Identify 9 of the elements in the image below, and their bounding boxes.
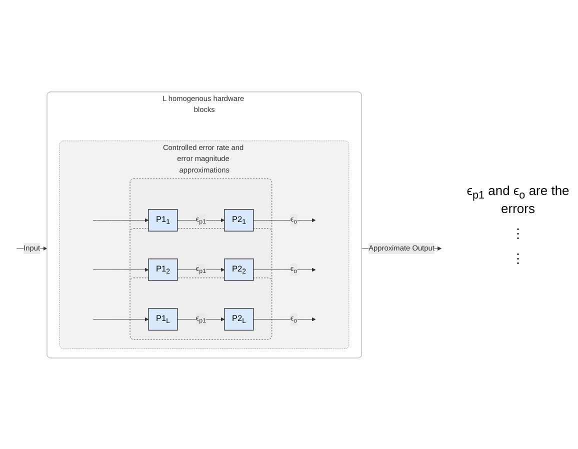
process-box: P1$_{L}$ xyxy=(148,308,178,330)
process-box: P2$_{L}$ xyxy=(224,308,254,330)
ellipsis: ⋮ xyxy=(512,251,524,266)
process-box: P1$_{1}$ xyxy=(148,208,178,232)
process-box: P1$_{2}$ xyxy=(148,258,178,281)
process-box: P2$_{1}$ xyxy=(224,208,254,232)
process-box: P2$_{2}$ xyxy=(224,258,254,281)
ellipsis: ⋮ xyxy=(512,226,524,242)
note: ϵ$_{p1}$ and ϵ$_{o}$ are the errors xyxy=(466,182,570,216)
